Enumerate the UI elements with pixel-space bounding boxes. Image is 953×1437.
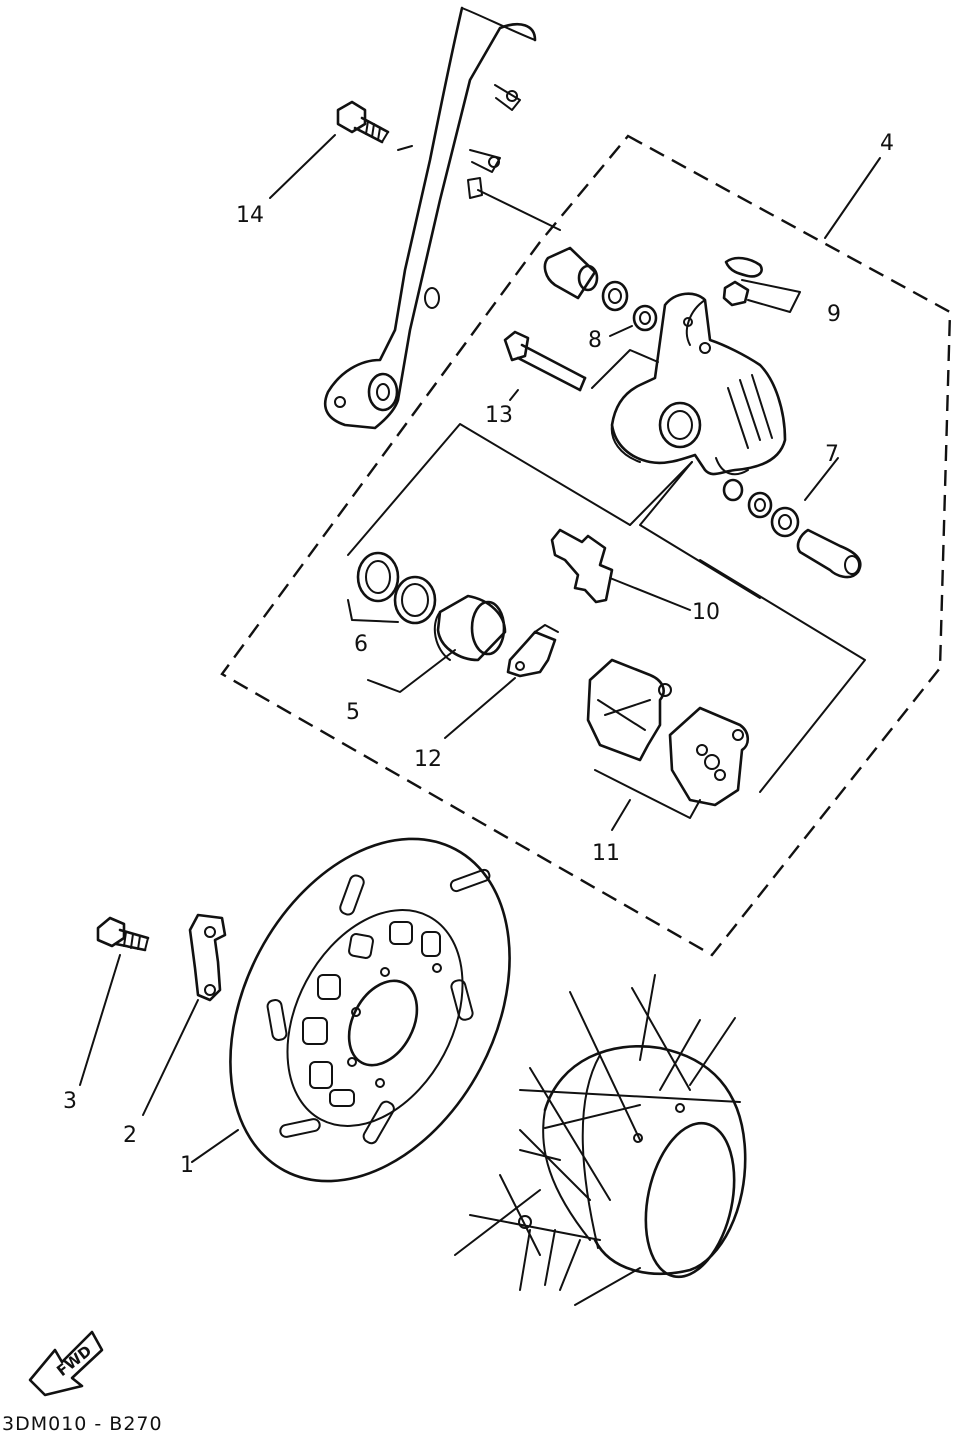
caliper-assembly-outline [220,134,952,957]
callout-7: 7 [825,442,839,467]
callout-5: 5 [346,700,360,725]
callout-11: 11 [592,841,620,866]
callout-8: 8 [588,328,602,353]
lock-washer-2 [142,913,227,1116]
brake-disc [191,837,511,1183]
slide-pin-7 [639,457,862,599]
front-fork-leg [323,6,537,430]
pad-clip-12 [444,624,559,739]
callout-4: 4 [880,131,894,156]
caliper-body [610,292,787,476]
wheel-hub [454,974,747,1306]
brake-pads-11 [586,658,750,831]
callout-1: 1 [180,1153,194,1178]
pad-spring-10 [550,528,691,611]
callout-2: 2 [123,1123,137,1148]
bolt-14 [269,100,413,199]
piston-5 [367,594,507,693]
slide-pin-13 [503,330,659,401]
piston-seals-6 [347,551,437,625]
callout-3: 3 [63,1089,77,1114]
slide-pin-boot-8 [543,246,658,337]
callout-12: 12 [414,747,442,772]
callout-6: 6 [354,632,368,657]
callout-13: 13 [485,403,513,428]
drawing-code: 3DM010 - B270 [2,1413,163,1435]
forward-direction-arrow: FWD [28,1330,104,1397]
callout-10: 10 [692,600,720,625]
bleed-screw-9 [722,256,801,313]
callout-9: 9 [827,302,841,327]
bolt-3 [79,916,150,1086]
callout-14: 14 [236,203,264,228]
